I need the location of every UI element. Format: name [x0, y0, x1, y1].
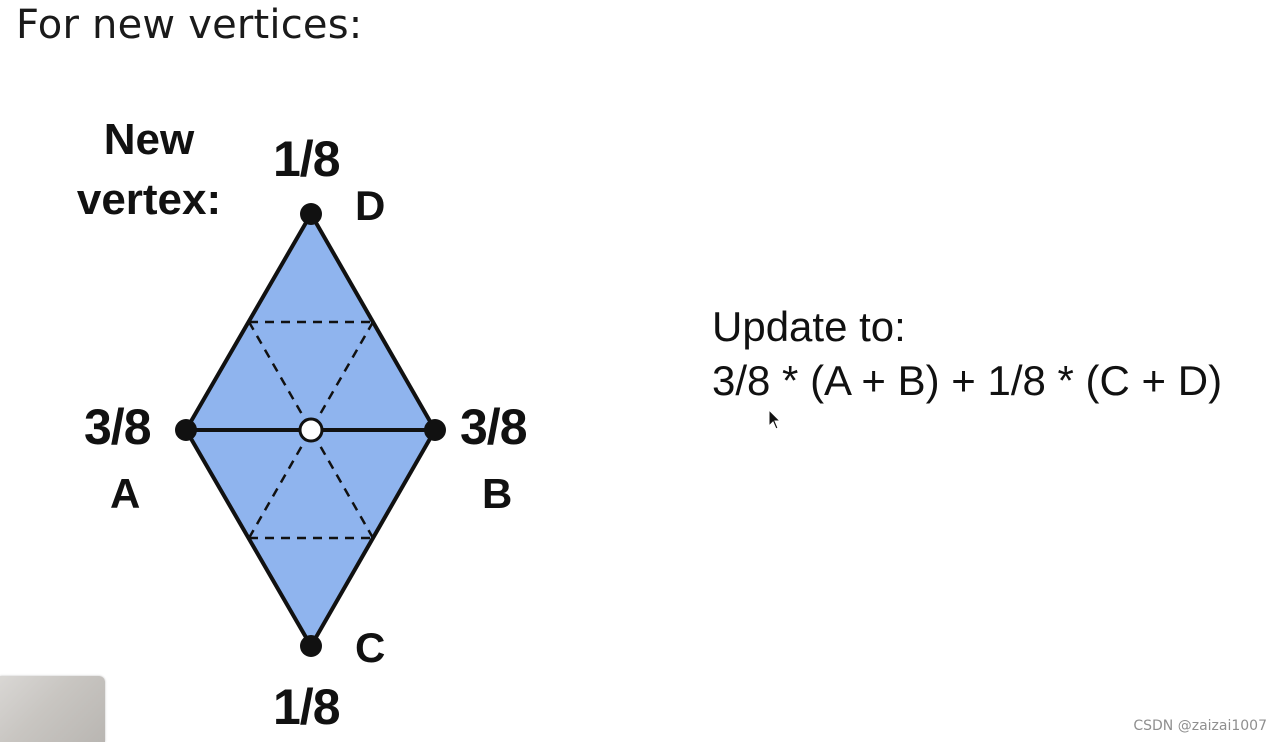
vertex-a-dot	[175, 419, 197, 441]
vertex-b-dot	[424, 419, 446, 441]
update-formula: Update to: 3/8 * (A + B) + 1/8 * (C + D)	[712, 300, 1222, 408]
new-vertex-dot	[300, 419, 322, 441]
vertex-c-dot	[300, 635, 322, 657]
new-vertex-label: New vertex:	[54, 110, 244, 230]
label-c: C	[355, 624, 385, 672]
label-b: B	[482, 470, 512, 518]
new-vertex-label-line2: vertex:	[54, 170, 244, 230]
webcam-thumbnail	[0, 676, 105, 742]
weight-d: 1/8	[273, 130, 340, 188]
formula-line2: 3/8 * (A + B) + 1/8 * (C + D)	[712, 354, 1222, 408]
label-a: A	[110, 470, 140, 518]
watermark: CSDN @zaizai1007	[1133, 718, 1267, 734]
new-vertex-label-line1: New	[54, 110, 244, 170]
weight-b: 3/8	[460, 398, 527, 456]
label-d: D	[355, 182, 385, 230]
formula-line1: Update to:	[712, 300, 1222, 354]
weight-c: 1/8	[273, 678, 340, 736]
vertex-d-dot	[300, 203, 322, 225]
mouse-pointer-icon	[768, 409, 782, 431]
weight-a: 3/8	[84, 398, 151, 456]
